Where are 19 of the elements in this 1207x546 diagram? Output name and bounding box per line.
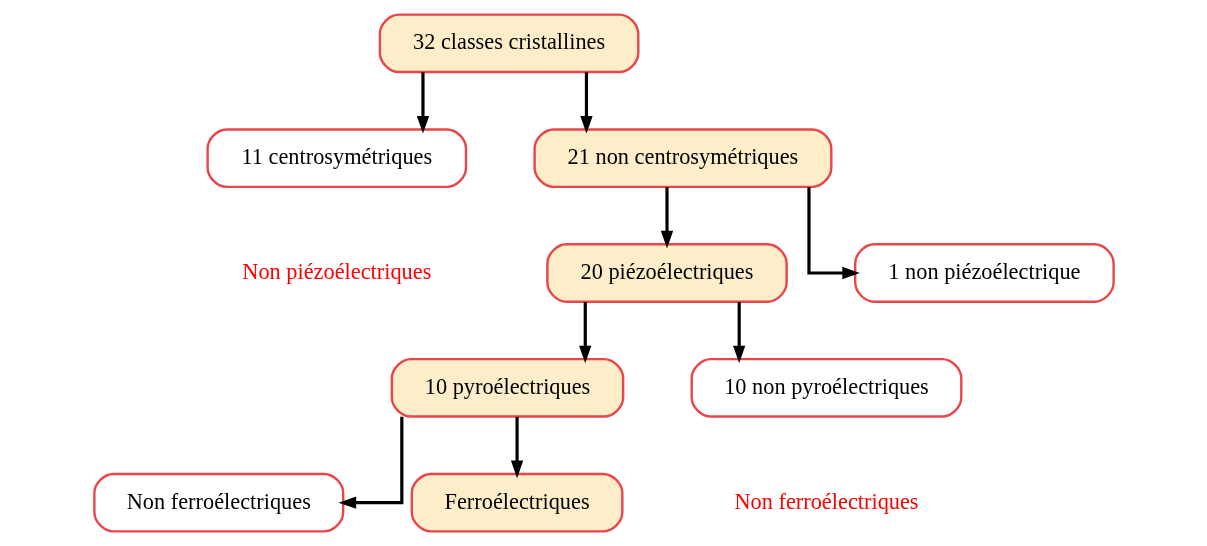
arrow xyxy=(510,416,523,479)
node-box: 11 centrosymétriques xyxy=(205,128,467,189)
node-box: Ferroélectriques xyxy=(410,472,624,533)
node-box: 10 pyroélectriques xyxy=(390,357,624,418)
arrow xyxy=(578,302,591,364)
node-box: Non ferroélectriques xyxy=(92,472,344,533)
arrow xyxy=(660,187,673,249)
arrow xyxy=(732,302,745,364)
arrow xyxy=(338,416,403,509)
arrow xyxy=(579,72,593,134)
node-box: 32 classes cristallines xyxy=(378,13,639,74)
node-box: 21 non centrosymétriques xyxy=(532,128,832,189)
node-box: 1 non piézoélectrique xyxy=(853,243,1115,303)
node-box: 20 piézoélectriques xyxy=(545,243,788,303)
node-box: 10 non pyroélectriques xyxy=(690,357,962,418)
arrow xyxy=(416,72,429,134)
node-label: Non piézoélectriques xyxy=(241,258,431,284)
node-label: Non ferroélectriques xyxy=(733,488,919,514)
arrow xyxy=(806,187,860,280)
